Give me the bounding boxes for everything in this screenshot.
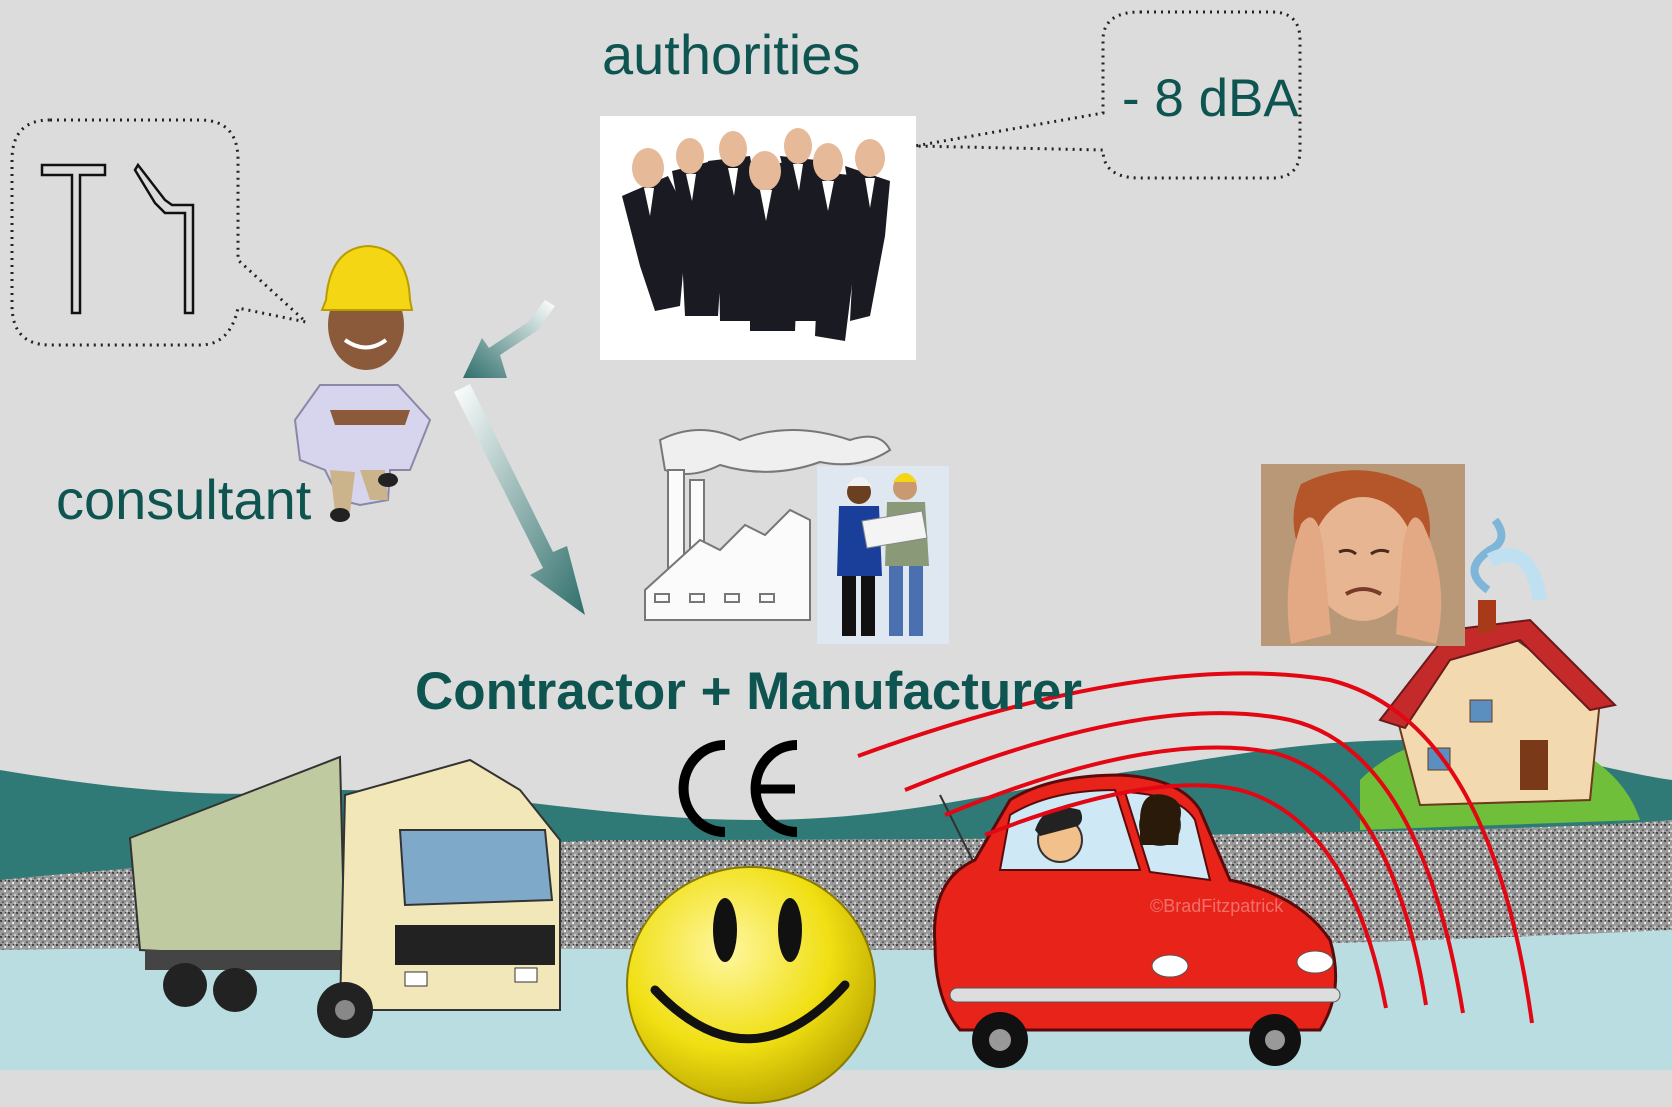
arrow-authorities-to-consultant bbox=[463, 300, 555, 378]
annoyed-woman-photo bbox=[1261, 464, 1465, 646]
house bbox=[1360, 517, 1640, 830]
authorities-group-photo bbox=[600, 116, 916, 360]
sound-waves bbox=[857, 671, 1534, 1024]
smiley-face bbox=[626, 866, 876, 1104]
noise-barrier-profile-icon bbox=[40, 162, 195, 315]
ce-mark-text: CE bbox=[0, 0, 2, 1]
consultant-speech-bubble bbox=[10, 118, 312, 347]
consultant-label: consultant bbox=[56, 468, 312, 531]
truck bbox=[128, 755, 561, 1038]
arrow-consultant-to-contractor bbox=[454, 384, 585, 615]
car-watermark: ©BradFitzpatrick bbox=[1150, 896, 1284, 916]
contractor-manufacturer-label: Contractor + Manufacturer bbox=[415, 662, 1083, 721]
noise-reduction-label: - 8 dBA bbox=[1122, 69, 1299, 128]
ce-mark: CE bbox=[0, 0, 798, 837]
authorities-label: authorities bbox=[602, 23, 861, 86]
red-car: ©BradFitzpatrick bbox=[933, 773, 1341, 1068]
consultant-figure bbox=[293, 244, 432, 522]
factory-sketch bbox=[644, 429, 892, 621]
workers-photo bbox=[817, 466, 949, 644]
